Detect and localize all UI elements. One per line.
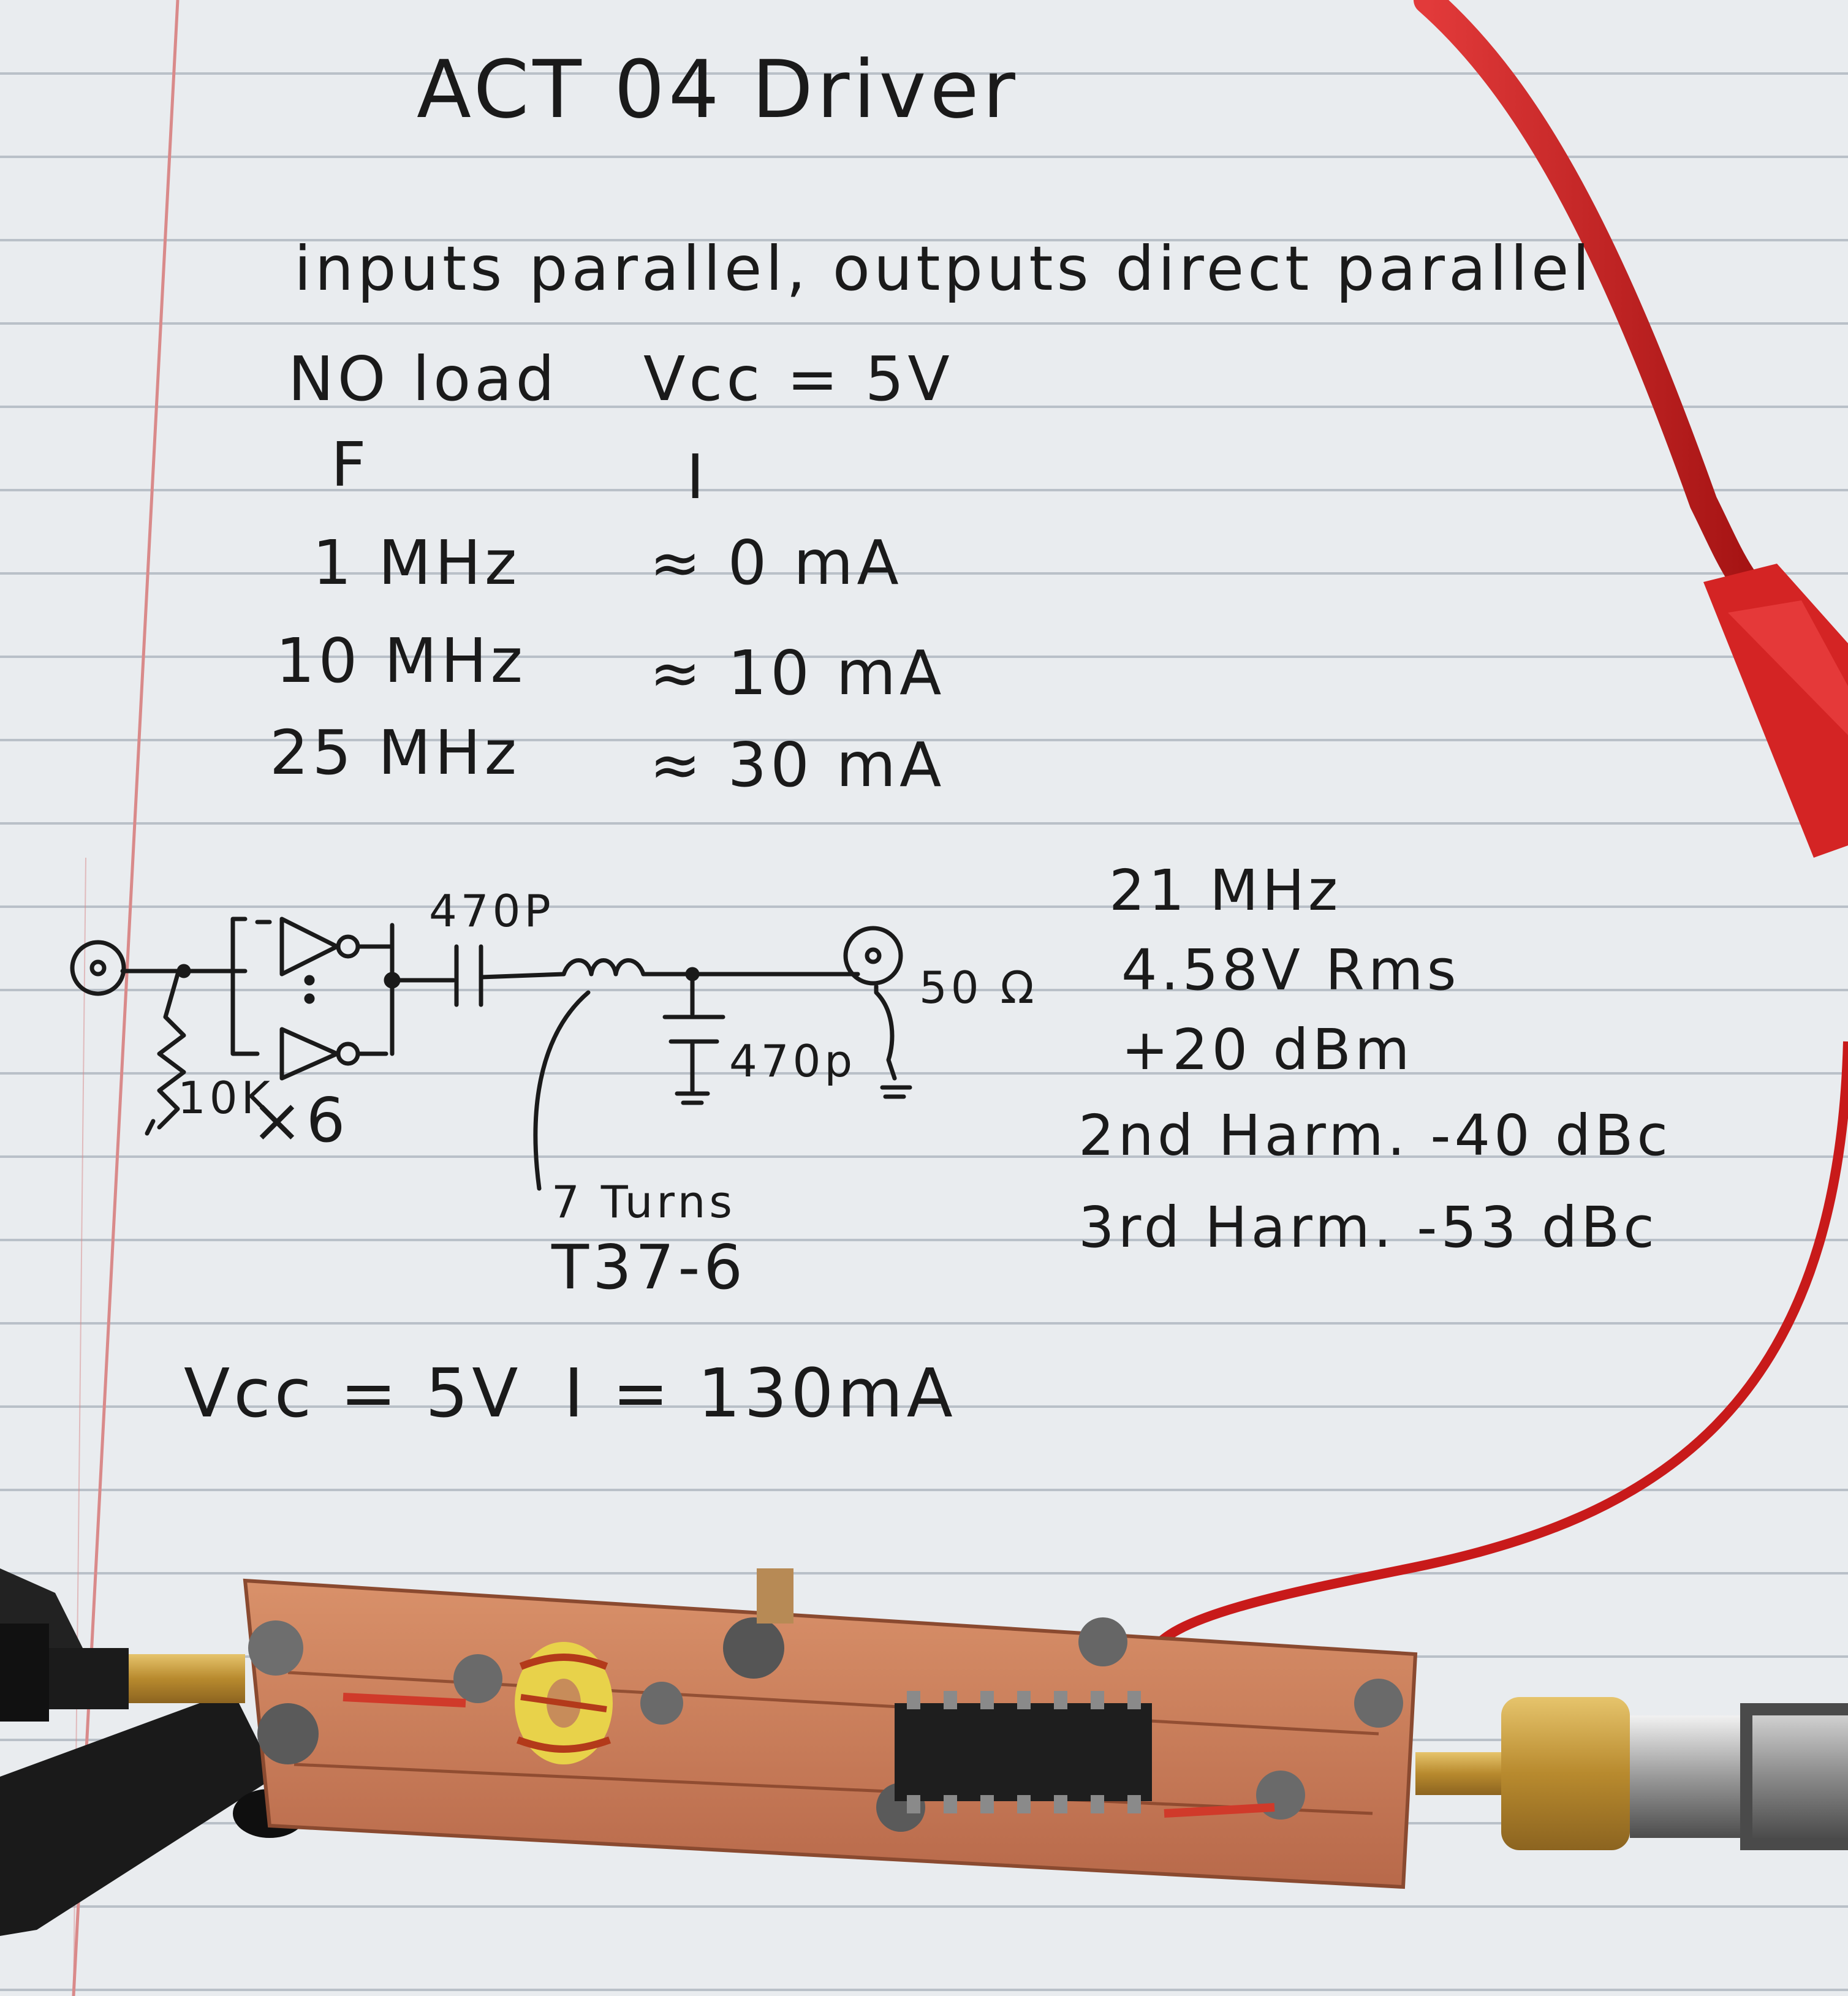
subtitle: inputs parallel, outputs direct parallel	[294, 233, 1594, 304]
output-connector-symbol	[843, 926, 903, 986]
multiplier-label: ×6	[251, 1084, 349, 1156]
ic-chip	[895, 1703, 1152, 1801]
table-col-i: I	[686, 441, 708, 513]
table-row-f-0: 1 MHz	[312, 527, 521, 599]
right-bnc-adapter	[1415, 1697, 1848, 1850]
red-test-lead	[1147, 0, 1848, 1657]
toroid-inductor	[515, 1642, 613, 1764]
result-2nd-harmonic: 2nd Harm. -40 dBc	[1078, 1103, 1672, 1168]
inductor-core-label: T37-6	[551, 1231, 747, 1303]
vcc-header: Vcc = 5V	[643, 343, 953, 415]
cap1-label: 470P	[429, 885, 555, 937]
result-3rd-harmonic: 3rd Harm. -53 dBc	[1078, 1195, 1658, 1260]
inverter-symbol	[279, 917, 339, 977]
inductor-turns-label: 7 Turns	[551, 1176, 736, 1228]
result-vrms: 4.58V Rms	[1121, 937, 1460, 1003]
table-row-i-2: ≈ 30 mA	[649, 729, 945, 801]
input-connector-symbol	[70, 940, 126, 996]
result-frequency: 21 MHz	[1109, 858, 1342, 923]
table-col-f: F	[331, 429, 370, 501]
no-load-header: NO load	[288, 343, 559, 415]
page-title: ACT 04 Driver	[417, 43, 1019, 136]
cap2-label: 470p	[729, 1035, 857, 1087]
table-row-f-1: 10 MHz	[276, 625, 526, 697]
table-row-f-2: 25 MHz	[270, 717, 520, 788]
load-label: 50 Ω	[919, 962, 1038, 1013]
table-row-i-1: ≈ 10 mA	[649, 637, 945, 709]
result-dbm: +20 dBm	[1121, 1017, 1414, 1083]
pcb-board	[243, 1568, 1418, 1889]
footer-vcc: Vcc = 5V	[184, 1354, 522, 1432]
inductor-symbol	[561, 958, 646, 977]
table-row-i-0: ≈ 0 mA	[649, 527, 903, 599]
resistor-label: 10K	[178, 1072, 274, 1124]
left-sma-connector	[0, 1624, 245, 1722]
footer-current: I = 130mA	[564, 1354, 956, 1432]
